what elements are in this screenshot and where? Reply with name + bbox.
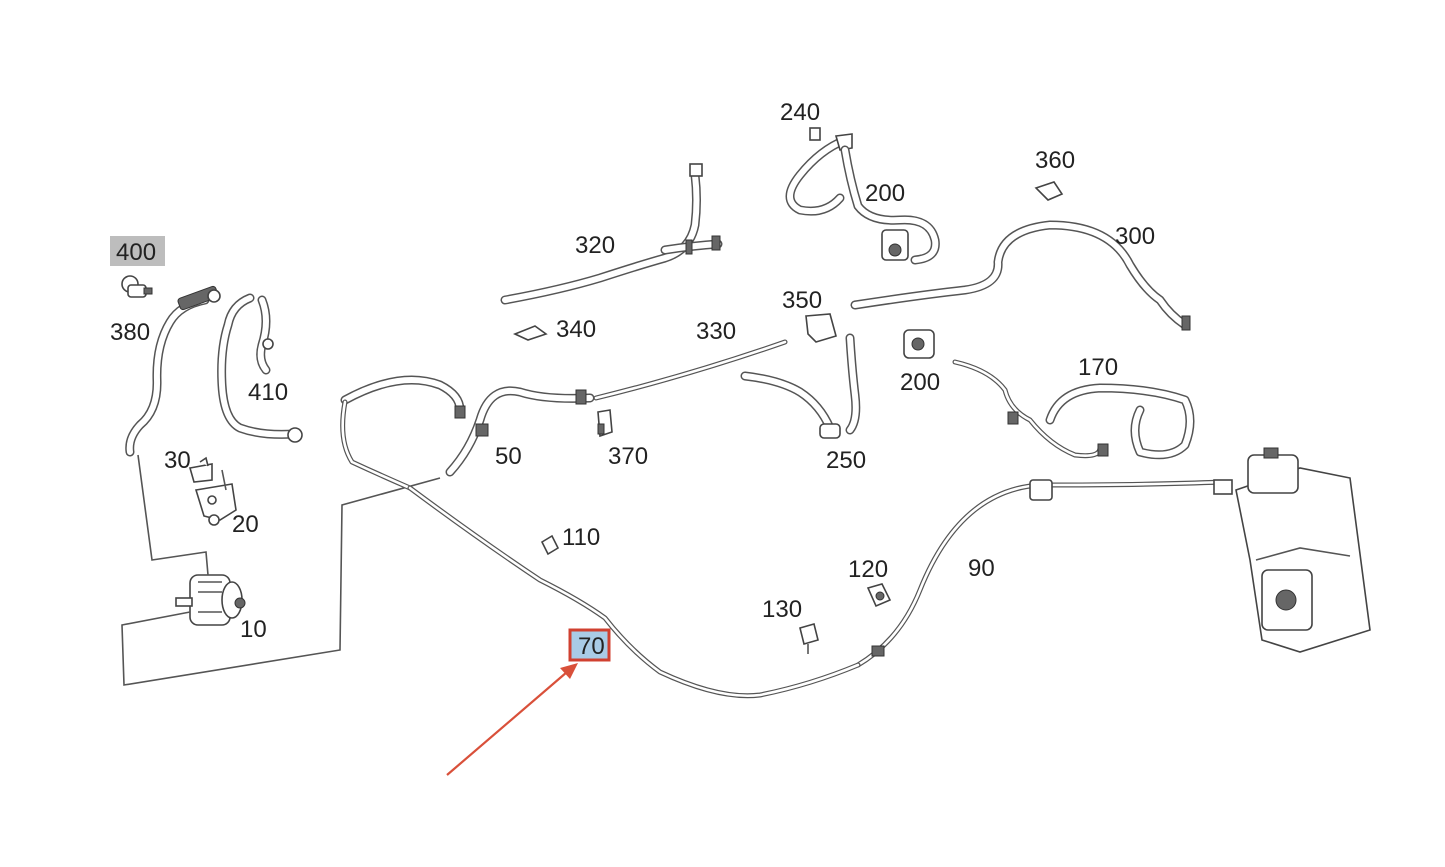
callout-370-label: 370 [608, 443, 648, 470]
hose-240 [785, 127, 853, 216]
hose-170 [952, 359, 1195, 460]
part-340-clip [512, 325, 548, 341]
callout-350-label: 350 [782, 287, 822, 314]
callout-70-label: 70 [578, 633, 605, 660]
callout-300-label: 300 [1115, 223, 1155, 250]
callout-380-label: 380 [110, 319, 150, 346]
callout-200-upper-label: 200 [865, 180, 905, 207]
callout-130-label: 130 [762, 596, 802, 623]
hose-200-upper [840, 145, 940, 265]
part-400-screw [121, 275, 153, 298]
callout-320-label: 320 [575, 232, 615, 259]
part-10-pump [175, 574, 246, 626]
callout-30-label: 30 [164, 447, 191, 474]
callout-90-label: 90 [968, 555, 995, 582]
hose-330 [593, 339, 788, 401]
hose-90 [855, 479, 1225, 668]
callout-120-label: 120 [848, 556, 888, 583]
callout-110-label: 110 [562, 524, 600, 551]
callout-200-lower-label: 200 [900, 369, 940, 396]
part-110-clip [540, 534, 560, 556]
callout-10-label: 10 [240, 616, 267, 643]
pointer-arrow [446, 663, 578, 776]
coolant-reservoir [1213, 447, 1371, 653]
hose-70 [407, 485, 861, 699]
callout-400: 400 [110, 236, 165, 266]
part-120-clip [866, 583, 892, 608]
callout-410-label: 410 [248, 379, 288, 406]
pump-leader-lines [121, 454, 441, 686]
hose-300 [850, 220, 1191, 331]
callout-70-highlight-box [568, 628, 611, 662]
hose-50 [340, 375, 595, 491]
hose-410 [217, 293, 303, 443]
callout-400-label: 400 [116, 239, 156, 266]
callout-400-highlight [110, 236, 165, 266]
part-20-bracket [194, 469, 237, 526]
part-360-clip [1034, 181, 1064, 201]
callout-250-label: 250 [826, 447, 866, 474]
hose-320 [500, 163, 723, 305]
part-30-bracket [188, 456, 213, 483]
part-370-clip [597, 409, 613, 438]
callout-20-label: 20 [232, 511, 259, 538]
hose-380 [125, 285, 221, 457]
callout-330-label: 330 [696, 318, 736, 345]
callout-340-label: 340 [556, 316, 596, 343]
hose-200-lower [740, 329, 935, 439]
callout-170-label: 170 [1078, 354, 1118, 381]
callout-360-label: 360 [1035, 147, 1075, 174]
part-350-cap [805, 313, 837, 343]
callout-70: 70 [568, 628, 611, 662]
callout-240-label: 240 [780, 99, 820, 126]
part-130-clip [799, 623, 819, 654]
callout-50-label: 50 [495, 443, 522, 470]
